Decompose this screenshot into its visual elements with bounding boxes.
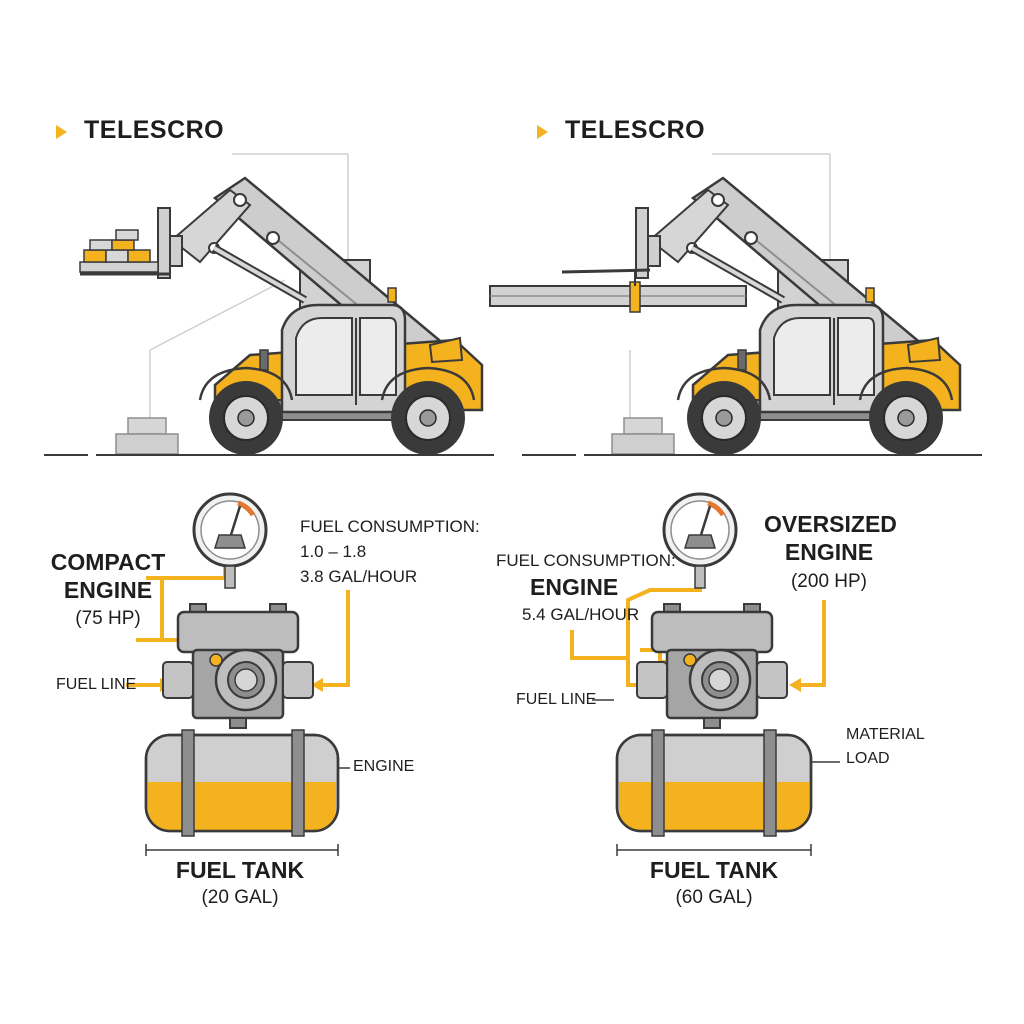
telehandler-left	[44, 153, 494, 455]
engine-label-left-line2: ENGINE	[63, 577, 153, 603]
tank-capacity-left: (20 GAL)	[201, 887, 279, 908]
consumption-range-left: 1.0 – 1.8	[300, 542, 367, 561]
engine-power-left: (75 HP)	[75, 608, 141, 629]
engine-left	[161, 602, 315, 730]
consumption-engine-right: ENGINE	[530, 574, 619, 600]
engine-power-right: (200 HP)	[790, 571, 868, 592]
engine-label-right-line1: OVERSIZED	[764, 511, 897, 537]
consumption-label-left: FUEL CONSUMPTION:	[300, 517, 480, 536]
consumption-left: FUEL CONSUMPTION: 1.0 – 1.8 3.8 GAL/HOUR	[300, 514, 480, 589]
engine-system-left	[126, 494, 350, 856]
title-marker-left	[56, 125, 67, 139]
fuel-gauge-left	[194, 494, 266, 588]
consumption-rate-left: 3.8 GAL/HOUR	[300, 567, 418, 586]
engine-label-left: COMPACT ENGINE	[48, 548, 168, 604]
tank-label-left: FUEL TANK	[175, 857, 305, 883]
material-load-line1: MATERIAL	[846, 726, 925, 743]
engine-label-right: OVERSIZED ENGINE	[764, 510, 897, 566]
title-right: TELESCRO	[565, 116, 706, 144]
tank-capacity-right: (60 GAL)	[675, 887, 753, 908]
tank-side-label-left: ENGINE	[353, 758, 415, 775]
consumption-rate-right: 5.4 GAL/HOUR	[522, 605, 640, 624]
tank-label-right: FUEL TANK	[649, 857, 779, 883]
fuel-line-label-right: FUEL LINE	[516, 691, 597, 708]
consumption-label-right: FUEL CONSUMPTION:	[496, 551, 676, 570]
fuel-tank-right	[615, 729, 840, 837]
engine-label-left-line1: COMPACT	[50, 549, 166, 575]
title-marker-right	[537, 125, 548, 139]
telehandler-right	[489, 153, 982, 455]
steel-beam	[489, 270, 747, 313]
brick-pallet	[79, 229, 159, 273]
fuel-line-label-left: FUEL LINE	[56, 676, 137, 693]
engine-right	[635, 602, 789, 730]
material-load-label: MATERIAL LOAD	[846, 723, 925, 771]
fuel-tank-left	[144, 729, 350, 837]
fuel-gauge-right	[664, 494, 736, 588]
engine-label-right-line2: ENGINE	[784, 539, 874, 565]
engine-system-right	[570, 494, 840, 856]
material-load-line2: LOAD	[846, 750, 890, 767]
title-left: TELESCRO	[84, 116, 225, 144]
